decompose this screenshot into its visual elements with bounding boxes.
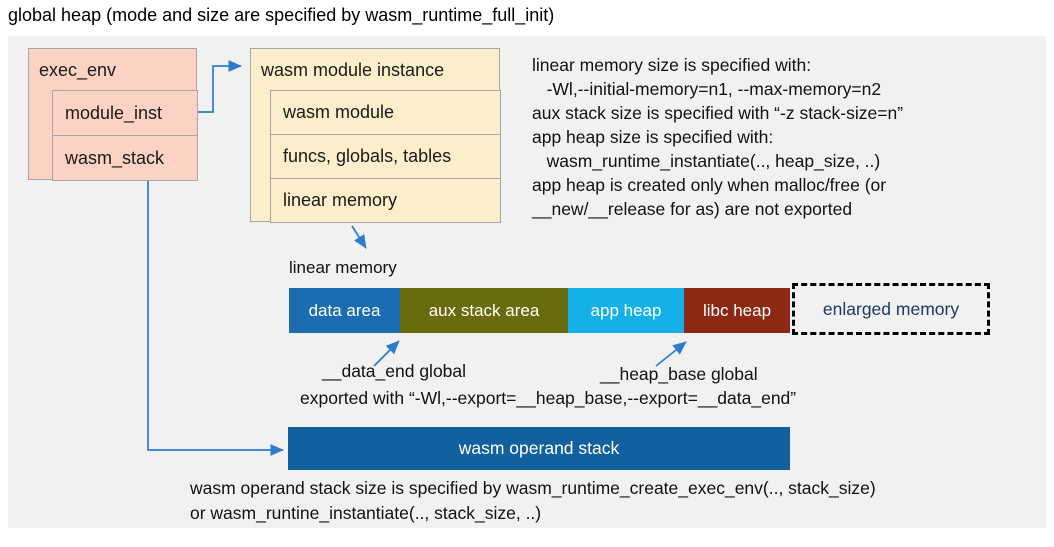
note-line: linear memory size is specified with: [532, 55, 812, 75]
module-instance-row-funcs-globals-tables: funcs, globals, tables [270, 134, 501, 179]
module-instance-row-wasm-module: wasm module [270, 90, 501, 135]
exec-env-row-wasm-stack: wasm_stack [52, 135, 198, 181]
note-line: or wasm_runtine_instantiate(.., stack_si… [190, 503, 542, 523]
note-line: aux stack size is specified with “-z sta… [532, 103, 904, 123]
module-instance-header: wasm module instance [261, 59, 445, 80]
wasm-module-instance-box: wasm module instance wasm module funcs, … [250, 48, 501, 223]
exec-env-box: exec_env module_inst wasm_stack [28, 48, 198, 181]
note-line: app heap size is specified with: [532, 127, 774, 147]
segment-data-area: data area [289, 288, 400, 333]
segment-aux-stack-area: aux stack area [400, 288, 568, 333]
segment-enlarged-memory: enlarged memory [792, 283, 990, 335]
diagram-title: global heap (mode and size are specified… [8, 5, 555, 25]
heap-base-global-label: __heap_base global [600, 364, 758, 384]
note-line: __new/__release for as) are not exported [532, 199, 853, 219]
segment-app-heap: app heap [568, 288, 684, 333]
exec-env-row-module-inst: module_inst [52, 90, 198, 136]
module-instance-row-linear-memory: linear memory [270, 178, 501, 223]
note-line: -Wl,--initial-memory=n1, --max-memory=n2 [532, 79, 882, 99]
export-flags-note: exported with “-Wl,--export=__heap_base,… [300, 388, 797, 408]
note-line: wasm operand stack size is specified by … [190, 478, 876, 498]
linear-memory-label: linear memory [289, 258, 397, 277]
operand-stack-size-note: wasm operand stack size is specified by … [190, 476, 876, 526]
memory-size-notes: linear memory size is specified with: -W… [532, 53, 1037, 221]
note-line: wasm_runtime_instantiate(.., heap_size, … [532, 151, 881, 171]
segment-libc-heap: libc heap [684, 288, 790, 333]
exec-env-header: exec_env [39, 59, 117, 80]
data-end-global-label: __data_end global [322, 361, 467, 381]
wasm-operand-stack-bar: wasm operand stack [288, 427, 790, 470]
note-line: app heap is created only when malloc/fre… [532, 175, 887, 195]
